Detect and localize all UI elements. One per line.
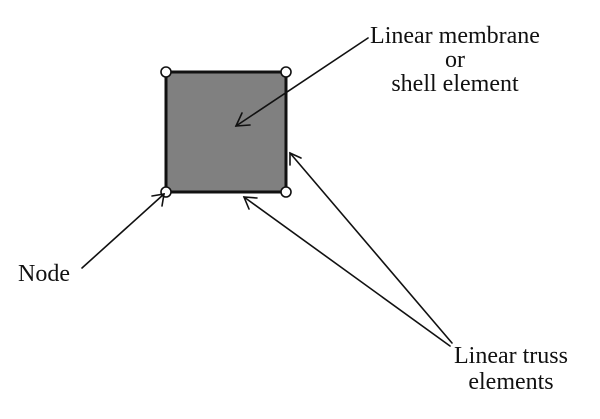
truss-label-line1: Linear truss bbox=[454, 343, 568, 369]
node-top-right bbox=[280, 66, 292, 78]
arrow-node bbox=[81, 193, 165, 269]
shell-element bbox=[164, 70, 288, 194]
membrane-label-line3: shell element bbox=[391, 71, 519, 97]
membrane-label-line2: or bbox=[445, 47, 465, 73]
truss-label: Linear truss elements bbox=[441, 344, 581, 396]
node-label: Node bbox=[18, 261, 70, 287]
node-bottom-right bbox=[280, 186, 292, 198]
arrow-truss-bottom bbox=[242, 196, 451, 347]
truss-label-line2: elements bbox=[468, 369, 554, 395]
arrow-membrane bbox=[234, 37, 369, 127]
membrane-label-line1: Linear membrane bbox=[370, 23, 540, 49]
node-top-left bbox=[160, 66, 172, 78]
arrow-truss-right bbox=[289, 151, 453, 344]
membrane-label: Linear membrane or shell element bbox=[345, 24, 565, 96]
